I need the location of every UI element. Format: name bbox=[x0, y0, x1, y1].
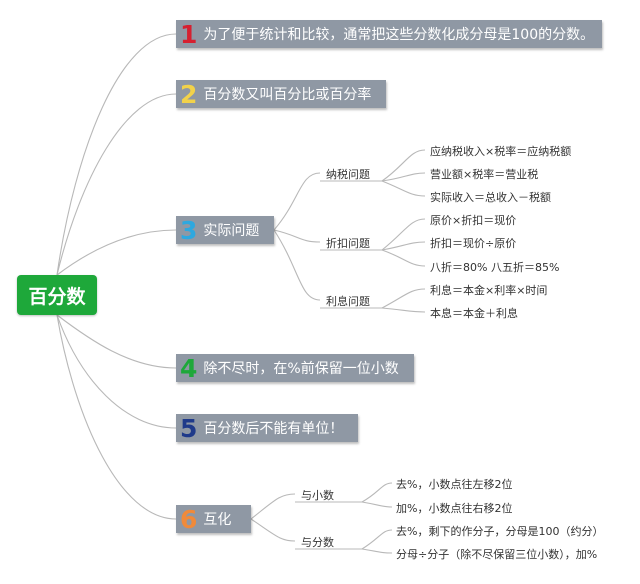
branch-text: 实际问题 bbox=[203, 223, 260, 239]
link-b3-s1 bbox=[273, 172, 321, 231]
link-s3-l1 bbox=[381, 288, 426, 309]
link-root-b6 bbox=[56, 314, 177, 520]
branch-5: 5 百分数后不能有单位！ bbox=[176, 414, 358, 442]
branch-2: 2 百分数又叫百分比或百分率 bbox=[176, 80, 386, 108]
link-s2-l1 bbox=[381, 218, 426, 251]
link-root-b4 bbox=[56, 314, 177, 369]
link-root-b3 bbox=[56, 229, 177, 276]
branch-text: 百分数后不能有单位！ bbox=[203, 421, 344, 437]
leaf-node: 分母÷分子（除不尽保留三位小数），加% bbox=[396, 548, 598, 561]
branch-6: 6 互化 bbox=[176, 505, 251, 533]
branch-text: 百分数又叫百分比或百分率 bbox=[203, 87, 372, 103]
root-node: 百分数 bbox=[17, 275, 97, 315]
leaf-node: 折扣＝现价÷原价 bbox=[430, 237, 517, 250]
branch-1: 1 为了便于统计和比较，通常把这些分数化成分母是100的分数。 bbox=[176, 20, 602, 48]
leaf-node: 去%，剩下的作分子，分母是100（约分） bbox=[396, 525, 604, 538]
link-root-b1 bbox=[56, 33, 177, 276]
leaf-node: 营业额×税率＝营业税 bbox=[430, 168, 539, 181]
link-b3-s2 bbox=[273, 229, 321, 243]
leaf-node: 去%，小数点往左移2位 bbox=[396, 478, 513, 491]
branch-number: 1 bbox=[180, 19, 198, 49]
leaf-node: 八折＝80% 八五折＝85% bbox=[430, 261, 560, 274]
branch-number: 4 bbox=[180, 353, 198, 383]
link-s4-l2 bbox=[361, 501, 393, 508]
leaf-node: 实际收入＝总收入－税额 bbox=[430, 191, 551, 204]
branch-number: 5 bbox=[180, 413, 198, 443]
link-s5-l1 bbox=[361, 529, 393, 550]
sub-node-fraction: 与分数 bbox=[301, 536, 334, 549]
branch-number: 6 bbox=[180, 504, 198, 534]
link-s1-l1 bbox=[381, 149, 426, 182]
link-b6-s1 bbox=[250, 493, 296, 520]
branch-text: 互化 bbox=[203, 512, 232, 528]
link-root-b2 bbox=[56, 93, 177, 276]
link-s1-l3 bbox=[381, 180, 426, 197]
leaf-node: 应纳税收入×税率＝应纳税额 bbox=[430, 145, 572, 158]
leaf-node: 利息＝本金×利率×时间 bbox=[430, 284, 548, 297]
branch-number: 3 bbox=[180, 215, 198, 245]
sub-node-discount: 折扣问题 bbox=[326, 237, 370, 250]
sub-node-tax: 纳税问题 bbox=[326, 168, 370, 181]
leaf-node: 原价×折扣＝现价 bbox=[430, 214, 517, 227]
link-s2-l3 bbox=[381, 249, 426, 267]
link-root-b5 bbox=[56, 314, 177, 429]
sub-node-decimal: 与小数 bbox=[301, 489, 334, 502]
branch-text: 除不尽时，在%前保留一位小数 bbox=[203, 361, 399, 377]
branch-3: 3 实际问题 bbox=[176, 216, 274, 244]
link-s5-l2 bbox=[361, 548, 393, 554]
link-s4-l1 bbox=[361, 482, 393, 503]
leaf-node: 本息＝本金＋利息 bbox=[430, 307, 518, 320]
link-b6-s2 bbox=[250, 518, 296, 542]
branch-text: 为了便于统计和比较，通常把这些分数化成分母是100的分数。 bbox=[203, 27, 595, 43]
sub-node-interest: 利息问题 bbox=[326, 295, 370, 308]
link-s1-l2 bbox=[381, 172, 426, 182]
leaf-node: 加%，小数点往右移2位 bbox=[396, 502, 513, 515]
link-b3-s3 bbox=[273, 229, 321, 301]
link-s2-l2 bbox=[381, 241, 426, 251]
branch-4: 4 除不尽时，在%前保留一位小数 bbox=[176, 354, 414, 382]
branch-number: 2 bbox=[180, 79, 198, 109]
link-s3-l2 bbox=[381, 307, 426, 313]
